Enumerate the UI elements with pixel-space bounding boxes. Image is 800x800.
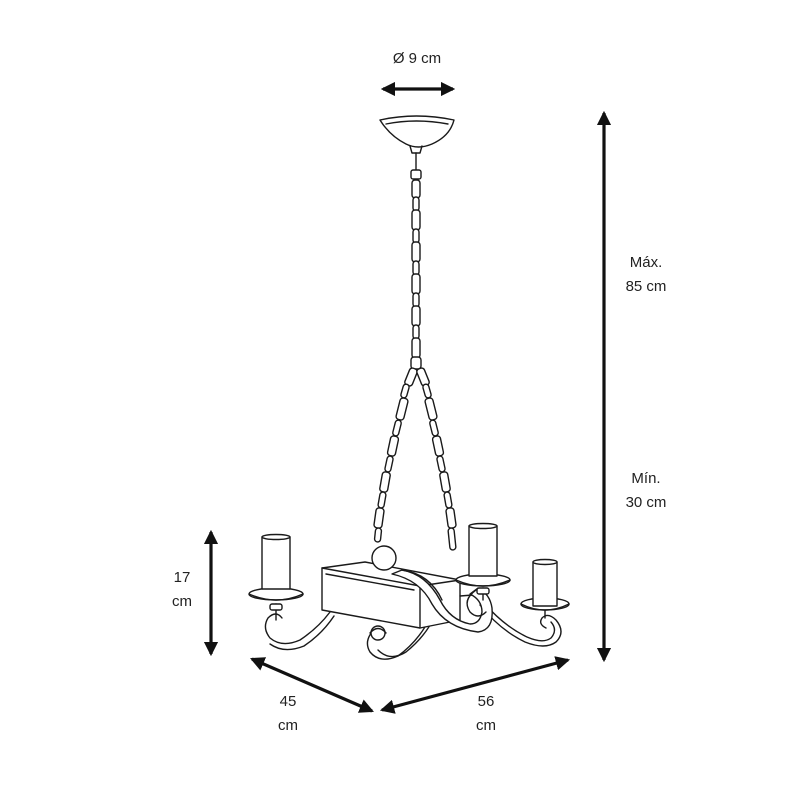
arm-height-line2: cm	[172, 593, 192, 610]
max-height-line1: Máx.	[629, 254, 663, 271]
depth-label: 45 cm	[262, 690, 314, 738]
center-arm	[466, 587, 490, 617]
ceiling-canopy	[379, 115, 455, 171]
right-candle	[520, 558, 570, 611]
arm-height-line1: 17	[173, 569, 191, 586]
min-height-label: Mín. 30 cm	[610, 467, 682, 515]
max-height-line2: 85 cm	[625, 278, 667, 295]
diameter-label: Ø 9 cm	[372, 47, 462, 71]
beam-ball	[371, 545, 397, 571]
left-lower-chain	[373, 367, 418, 543]
upper-chain	[410, 169, 422, 370]
left-candle	[248, 533, 304, 601]
width-arrow	[379, 656, 571, 714]
depth-arrow	[250, 657, 374, 713]
ribbon-band	[391, 569, 493, 633]
arm-height-label: 17 cm	[160, 566, 204, 614]
diameter-text: Ø 9 cm	[392, 50, 442, 67]
width-label: 56 cm	[460, 690, 512, 738]
dimension-arrows	[203, 81, 612, 714]
left-arm	[264, 603, 335, 651]
min-height-line1: Mín.	[631, 470, 661, 487]
min-height-line2: 30 cm	[625, 494, 667, 511]
width-line1: 56	[477, 693, 495, 710]
max-height-label: Máx. 85 cm	[610, 251, 682, 299]
center-candle	[455, 522, 511, 587]
right-lower-chain	[416, 367, 457, 551]
depth-line1: 45	[279, 693, 297, 710]
width-line2: cm	[476, 717, 496, 734]
depth-line2: cm	[278, 717, 298, 734]
